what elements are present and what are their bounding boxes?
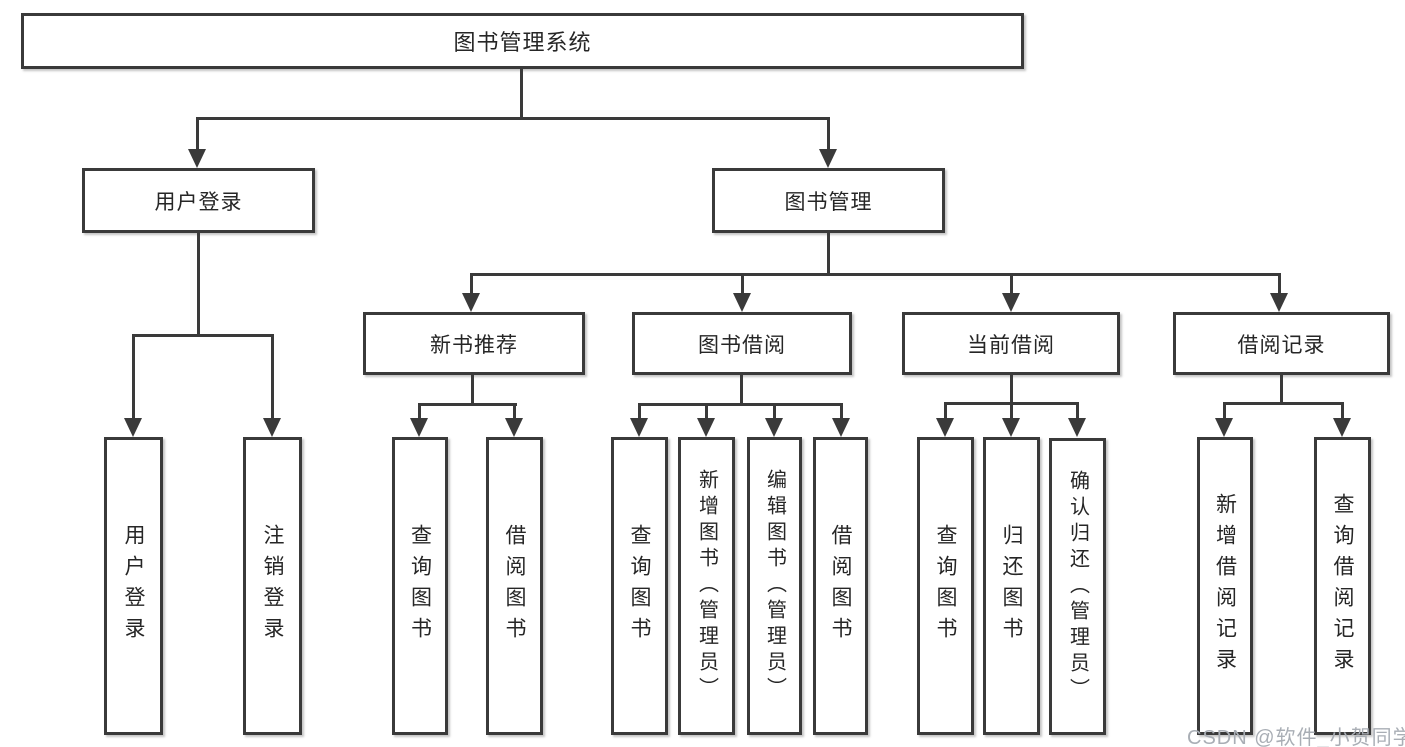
node-label: 注销登录 <box>261 524 284 648</box>
arrowhead-down-icon <box>630 418 648 437</box>
node-label: 编辑图书（管理员） <box>763 469 786 703</box>
node-current-borrow: 当前借阅 <box>902 312 1120 375</box>
node-label: 新增图书（管理员） <box>695 469 718 703</box>
node-label: 确认归还（管理员） <box>1066 469 1089 704</box>
arrowhead-down-icon <box>832 418 850 437</box>
csdn-watermark: CSDN @软件_小贺同学 <box>1187 727 1405 747</box>
connector-line-v <box>1280 375 1283 405</box>
node-label: 归还图书 <box>1000 524 1023 648</box>
connector-line-v <box>638 403 641 422</box>
leaf-edit-books-admin: 编辑图书（管理员） <box>747 437 802 735</box>
arrowhead-down-icon <box>1068 418 1086 437</box>
arrowhead-down-icon <box>124 418 142 437</box>
node-user-login: 用户登录 <box>82 168 315 233</box>
connector-line-v <box>520 69 523 119</box>
connector-line-v <box>470 273 473 296</box>
node-label: 图书管理 <box>784 190 873 214</box>
connector-line-h <box>1224 402 1344 405</box>
arrowhead-down-icon <box>936 418 954 437</box>
node-root: 图书管理系统 <box>21 13 1024 69</box>
arrowhead-down-icon <box>765 418 783 437</box>
arrowhead-down-icon <box>462 293 480 312</box>
connector-line-v <box>1010 273 1013 296</box>
connector-line-v <box>1223 402 1226 422</box>
connector-line-v <box>827 233 830 276</box>
connector-line-v <box>740 375 743 406</box>
arrowhead-down-icon <box>263 418 281 437</box>
node-label: 图书管理系统 <box>453 30 592 55</box>
arrowhead-down-icon <box>819 149 837 168</box>
node-label: 借阅记录 <box>1237 333 1326 357</box>
leaf-query-borrow-record: 查询借阅记录 <box>1314 437 1371 735</box>
leaf-confirm-return-admin: 确认归还（管理员） <box>1049 438 1106 735</box>
node-label: 借阅图书 <box>503 524 526 648</box>
arrowhead-down-icon <box>733 293 751 312</box>
leaf-recommend-query-books: 查询图书 <box>392 437 448 735</box>
arrowhead-down-icon <box>505 418 523 437</box>
leaf-user-login: 用户登录 <box>104 437 163 735</box>
node-new-book-recommend: 新书推荐 <box>363 312 585 375</box>
connector-line-v <box>513 403 516 422</box>
node-label: 图书借阅 <box>698 333 786 357</box>
arrowhead-down-icon <box>1270 293 1288 312</box>
connector-line-v <box>1010 375 1013 405</box>
connector-line-v <box>741 273 744 296</box>
arrowhead-down-icon <box>1002 293 1020 312</box>
node-borrow-records: 借阅记录 <box>1173 312 1390 375</box>
connector-line-h <box>639 403 843 406</box>
leaf-logout: 注销登录 <box>243 437 302 735</box>
node-label: 查询图书 <box>934 524 957 648</box>
connector-line-v <box>132 334 135 422</box>
connector-line-v <box>1076 402 1079 422</box>
connector-line-h <box>197 117 830 120</box>
connector-line-v <box>471 375 474 406</box>
node-label: 新增借阅记录 <box>1213 493 1237 679</box>
connector-line-v <box>840 403 843 422</box>
connector-line-v <box>705 403 708 422</box>
node-label: 用户登录 <box>154 190 243 214</box>
leaf-borrow-books: 借阅图书 <box>813 437 868 735</box>
node-book-management: 图书管理 <box>712 168 945 233</box>
connector-line-v <box>944 402 947 422</box>
node-label: 用户登录 <box>122 524 145 648</box>
leaf-current-query-books: 查询图书 <box>917 437 974 735</box>
leaf-return-books: 归还图书 <box>983 437 1040 735</box>
node-book-borrow: 图书借阅 <box>632 312 852 375</box>
leaf-recommend-borrow-books: 借阅图书 <box>486 437 543 735</box>
connector-line-v <box>1278 273 1281 296</box>
node-label: 查询图书 <box>628 524 651 648</box>
connector-line-v <box>773 403 776 422</box>
leaf-add-borrow-record: 新增借阅记录 <box>1197 437 1253 735</box>
connector-line-h <box>471 273 1281 276</box>
node-label: 新书推荐 <box>430 333 518 357</box>
node-label: 借阅图书 <box>829 524 852 648</box>
connector-line-v <box>271 334 274 422</box>
node-label: 查询图书 <box>408 524 432 648</box>
arrowhead-down-icon <box>697 418 715 437</box>
connector-line-v <box>827 117 830 153</box>
arrowhead-down-icon <box>410 418 428 437</box>
leaf-add-books-admin: 新增图书（管理员） <box>678 437 735 735</box>
connector-line-v <box>196 117 199 153</box>
node-label: 查询借阅记录 <box>1331 493 1354 679</box>
connector-line-h <box>419 403 517 406</box>
connector-line-v <box>1341 402 1344 422</box>
connector-line-h <box>133 334 274 337</box>
arrowhead-down-icon <box>188 149 206 168</box>
node-label: 当前借阅 <box>967 333 1055 357</box>
arrowhead-down-icon <box>1333 418 1351 437</box>
leaf-borrow-query-books: 查询图书 <box>611 437 668 735</box>
connector-line-v <box>197 233 200 336</box>
connector-line-v <box>1010 402 1013 422</box>
connector-line-v <box>418 403 421 422</box>
arrowhead-down-icon <box>1215 418 1233 437</box>
arrowhead-down-icon <box>1002 418 1020 437</box>
